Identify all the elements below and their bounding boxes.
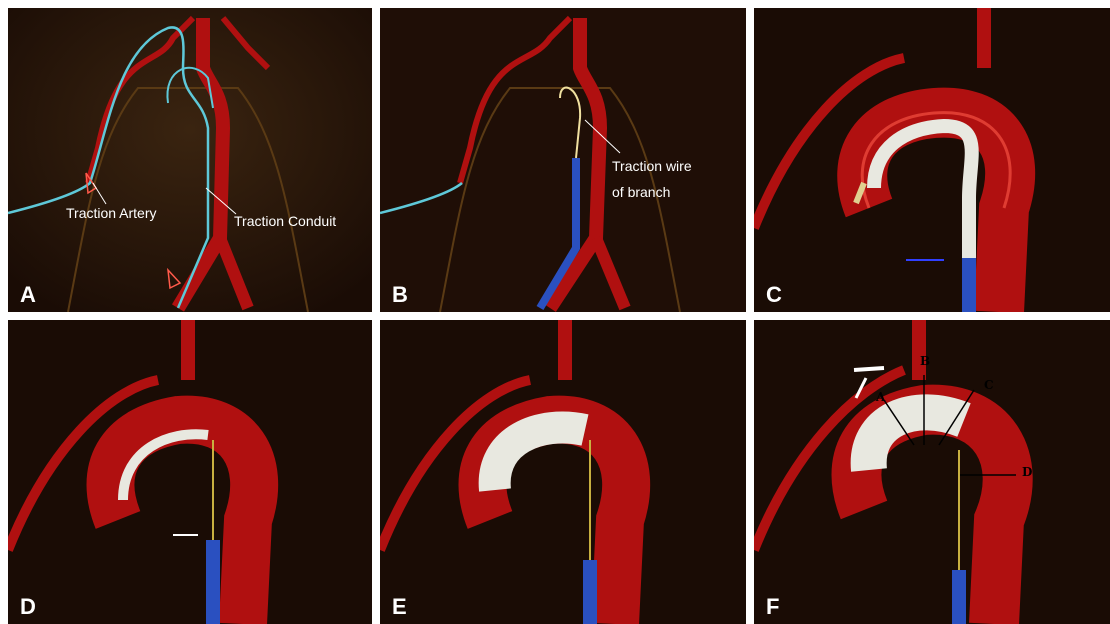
- measure-label-d: D: [1022, 465, 1032, 479]
- measure-label-a: A: [876, 390, 885, 404]
- annotation-traction-artery: Traction Artery: [66, 201, 157, 225]
- delivery-sheath: [962, 258, 976, 312]
- panel-label-e: E: [392, 596, 407, 618]
- panel-label-b: B: [392, 284, 408, 306]
- panel-c-illustration: [754, 8, 1110, 312]
- measure-label-c: C: [984, 378, 994, 392]
- panel-label-f: F: [766, 596, 779, 618]
- panel-e: E: [380, 320, 746, 624]
- panel-a-illustration: [8, 8, 372, 312]
- panel-c: C: [754, 8, 1110, 312]
- panel-b: Traction wire of branch B: [380, 8, 746, 312]
- panel-label-c: C: [766, 284, 782, 306]
- panel-d: D: [8, 320, 372, 624]
- delivery-sheath: [206, 540, 220, 624]
- panel-label-d: D: [20, 596, 36, 618]
- panel-a: Traction Artery Traction Conduit A: [8, 8, 372, 312]
- panel-f: A B C D F: [754, 320, 1110, 624]
- annotation-traction-wire: Traction wire of branch: [612, 153, 692, 205]
- panel-e-illustration: [380, 320, 746, 624]
- panel-f-illustration: [754, 320, 1110, 624]
- panel-label-a: A: [20, 284, 36, 306]
- annotation-traction-conduit: Traction Conduit: [234, 209, 336, 233]
- measure-label-b: B: [920, 354, 930, 368]
- delivery-sheath: [583, 560, 597, 624]
- panel-d-illustration: [8, 320, 372, 624]
